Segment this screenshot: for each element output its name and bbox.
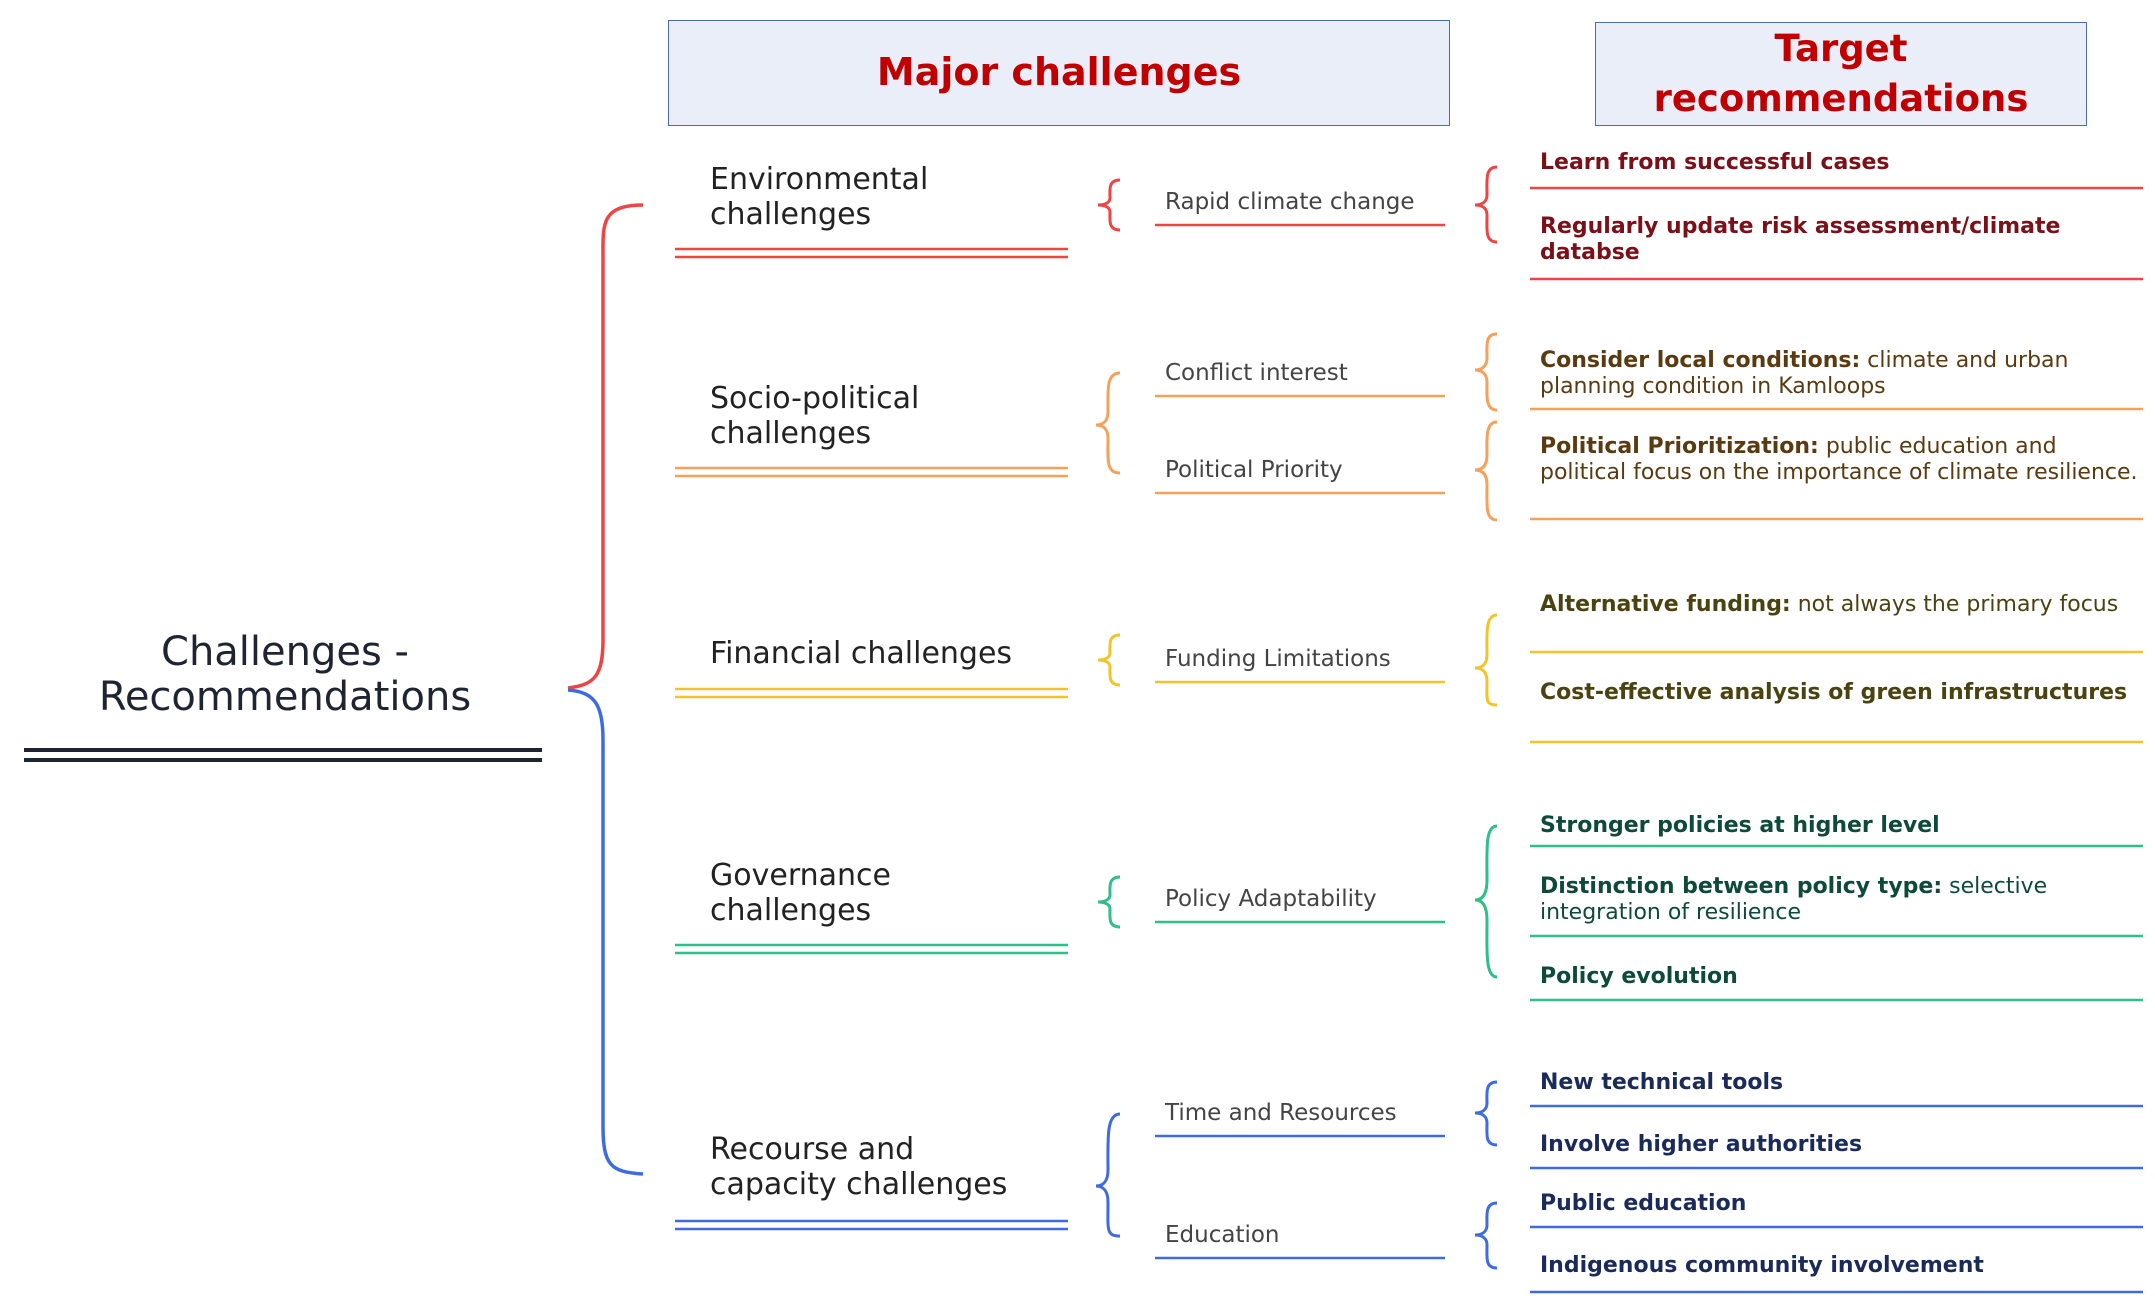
rec-title: Consider local conditions: — [1540, 348, 1861, 373]
rec-title: Alternative funding: — [1540, 592, 1791, 617]
target-recommendations-header: Target recommendations — [1595, 22, 2087, 126]
category-financial: Financial challenges — [710, 636, 1012, 671]
category-governance: Governance challenges — [710, 858, 891, 928]
category-environmental: Environmental challenges — [710, 162, 928, 232]
recommendation: Public education — [1540, 1191, 2140, 1217]
brace — [1474, 165, 1498, 244]
recommendation: Cost-effective analysis of green infrast… — [1540, 680, 2140, 706]
brace — [1097, 875, 1121, 929]
rec-title: Cost-effective analysis of green infrast… — [1540, 680, 2128, 705]
rec-description: public education and political focus on … — [1540, 434, 2138, 485]
brace — [1474, 824, 1498, 979]
category-socio-political: Socio-political challenges — [710, 381, 919, 451]
sub-challenge: Funding Limitations — [1165, 646, 1391, 672]
major-challenges-header: Major challenges — [668, 20, 1450, 126]
category-label-line1: Governance — [710, 858, 891, 893]
recommendation: Alternative funding: not always the prim… — [1540, 592, 2140, 618]
brace — [1095, 371, 1121, 475]
rec-title: Distinction between policy type: — [1540, 874, 1943, 899]
category-label-line1: Socio-political — [710, 381, 920, 416]
brace — [1474, 332, 1498, 412]
category-label-line2: challenges — [710, 893, 872, 928]
root-bracket-bottom — [567, 688, 644, 1176]
major-challenges-title: Major challenges — [876, 50, 1242, 95]
brace — [1474, 1080, 1498, 1147]
recommendation: Learn from successful cases — [1540, 150, 2140, 176]
category-label-line1: Recourse and — [710, 1132, 915, 1167]
rec-description: not always the primary focus — [1790, 592, 2119, 617]
sub-challenge: Policy Adaptability — [1165, 886, 1377, 912]
rec-title: Public education — [1540, 1191, 1747, 1216]
brace — [1474, 613, 1498, 707]
rec-title: Involve higher authorities — [1540, 1132, 1863, 1157]
category-label-line1: Financial challenges — [710, 636, 1013, 671]
root-node: Challenges - Recommendations — [30, 630, 540, 720]
rec-description: climate and urban planning condition in … — [1540, 348, 2069, 399]
sub-challenge: Education — [1165, 1222, 1280, 1248]
brace — [1474, 420, 1498, 522]
rec-title: Policy evolution — [1540, 964, 1738, 989]
root-title-line1: Challenges - — [161, 629, 409, 675]
root-title-line2: Recommendations — [98, 674, 472, 720]
category-label-line2: challenges — [710, 416, 872, 451]
sub-challenge: Political Priority — [1165, 457, 1343, 483]
category-label-line2: capacity challenges — [710, 1167, 1008, 1202]
brace — [1474, 1201, 1498, 1270]
root-bracket-top — [567, 203, 644, 690]
rec-title: Indigenous community involvement — [1540, 1253, 1984, 1278]
recommendation: Consider local conditions: climate and u… — [1540, 348, 2140, 400]
brace — [1097, 178, 1121, 232]
recommendation: Regularly update risk assessment/climate… — [1540, 214, 2140, 266]
recommendation: Policy evolution — [1540, 964, 2140, 990]
rec-title: Learn from successful cases — [1540, 150, 1890, 175]
recommendation: Distinction between policy type: selecti… — [1540, 874, 2140, 926]
recommendation: Indigenous community involvement — [1540, 1253, 2140, 1279]
target-title-line2: recommendations — [1653, 77, 2029, 120]
rec-title: Regularly update risk assessment/climate… — [1540, 214, 2061, 265]
recommendation: Political Prioritization: public educati… — [1540, 434, 2140, 486]
recommendation: New technical tools — [1540, 1070, 2140, 1096]
category-label-line1: Environmental — [710, 162, 929, 197]
rec-title: Stronger policies at higher level — [1540, 813, 1940, 838]
brace — [1095, 1112, 1121, 1238]
rec-title: Political Prioritization: — [1540, 434, 1819, 459]
category-recourse-capacity: Recourse and capacity challenges — [710, 1132, 1007, 1202]
target-title-line1: Target — [1774, 27, 1908, 71]
sub-challenge: Rapid climate change — [1165, 189, 1415, 215]
rec-description: selective integration of resilience — [1540, 874, 2048, 925]
sub-challenge: Time and Resources — [1165, 1100, 1397, 1126]
recommendation: Involve higher authorities — [1540, 1132, 2140, 1158]
sub-challenge: Conflict interest — [1165, 360, 1348, 386]
category-label-line2: challenges — [710, 197, 872, 232]
recommendation: Stronger policies at higher level — [1540, 813, 2140, 839]
brace — [1097, 633, 1121, 687]
rec-title: New technical tools — [1540, 1070, 1784, 1095]
